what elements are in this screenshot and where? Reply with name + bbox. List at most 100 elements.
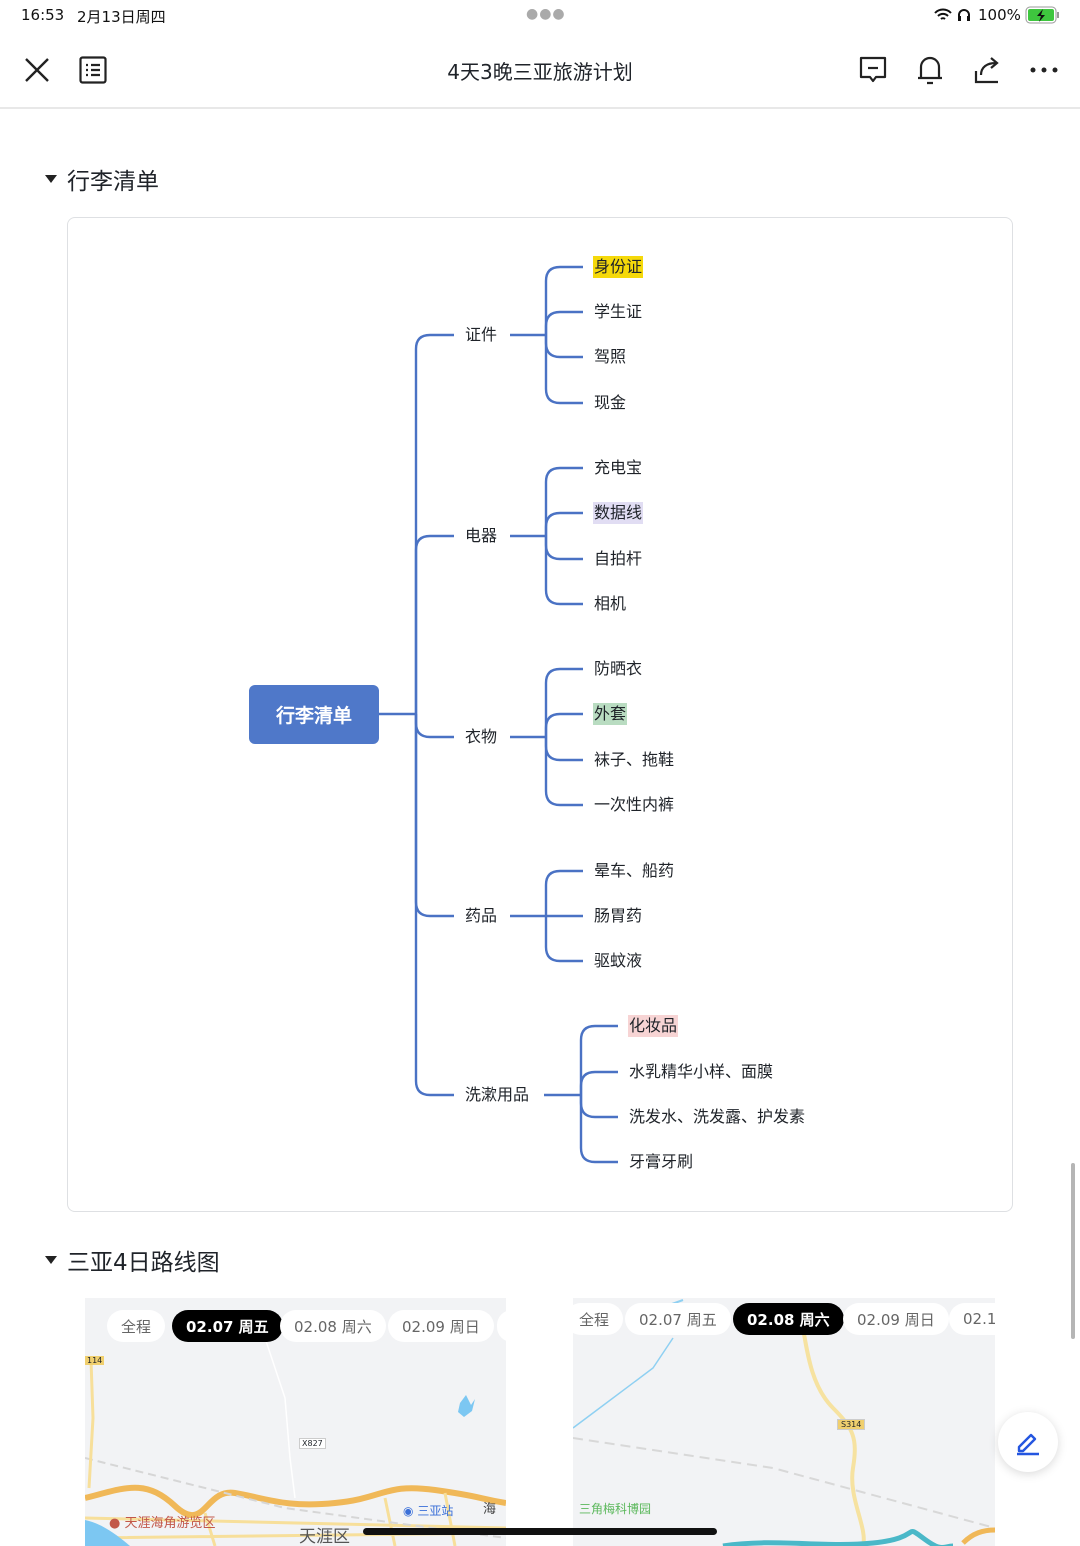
poi-pin-icon: ● bbox=[109, 1516, 121, 1531]
battery-percent: 100% bbox=[978, 6, 1021, 24]
battery-charging-icon bbox=[1025, 6, 1059, 24]
day-chip-all[interactable]: 全程 bbox=[107, 1310, 166, 1342]
location-pin-icon: ◉ bbox=[403, 1504, 414, 1518]
mindmap-leaf-node[interactable]: 晕车、船药 bbox=[594, 861, 675, 880]
day-chip-selected[interactable]: 02.07 周五 bbox=[172, 1310, 283, 1342]
connector-line bbox=[414, 714, 454, 1097]
mindmap-leaf-node[interactable]: 驱蚊液 bbox=[594, 951, 643, 970]
connector-line bbox=[414, 534, 454, 714]
mindmap-leaf-node[interactable]: 相机 bbox=[594, 594, 627, 613]
poi-label: 三角梅科博园 bbox=[579, 1502, 652, 1516]
connector-line bbox=[544, 667, 583, 737]
mindmap-leaf-node[interactable]: 防晒衣 bbox=[594, 659, 643, 678]
day-chip[interactable]: 02.10 bbox=[949, 1303, 995, 1335]
mindmap-leaf-node[interactable]: 学生证 bbox=[594, 302, 643, 321]
mindmap-leaf-node[interactable]: 袜子、拖鞋 bbox=[594, 750, 675, 769]
mindmap-leaf-node[interactable]: 自拍杆 bbox=[594, 549, 643, 568]
day-chip-selected[interactable]: 02.08 周六 bbox=[733, 1303, 844, 1335]
day-chip[interactable]: 02.09 周日 bbox=[843, 1303, 949, 1335]
connector-line bbox=[544, 712, 583, 737]
day-chip[interactable]: 02.08 周六 bbox=[280, 1310, 386, 1342]
connector-line bbox=[579, 1095, 618, 1119]
connector-line bbox=[544, 466, 583, 536]
route-map-day1[interactable]: 114 X827 ● 天涯海角游览区 天涯区 ◉ 三亚站 海 全程 02.07 … bbox=[85, 1298, 506, 1546]
document-title: 4天3晚三亚旅游计划 bbox=[447, 60, 633, 84]
mindmap-leaf-node[interactable]: 水乳精华小样、面膜 bbox=[629, 1062, 774, 1081]
connector-line bbox=[544, 916, 583, 963]
collapse-triangle-icon[interactable] bbox=[45, 1256, 57, 1264]
mindmap-leaf-node[interactable]: 牙膏牙刷 bbox=[629, 1152, 694, 1171]
station-name: 三亚站 bbox=[417, 1504, 454, 1518]
mindmap-leaf-node[interactable]: 一次性内裤 bbox=[594, 795, 675, 814]
mindmap-leaf-node[interactable]: 外套 bbox=[593, 703, 628, 725]
mindmap-leaf-node[interactable]: 数据线 bbox=[593, 502, 644, 524]
scrollbar[interactable] bbox=[1071, 1163, 1075, 1339]
section-title: 三亚4日路线图 bbox=[67, 1250, 220, 1276]
status-time: 16:53 bbox=[21, 6, 65, 24]
more-icon[interactable] bbox=[1030, 66, 1058, 74]
home-indicator[interactable] bbox=[363, 1528, 717, 1535]
connector-line bbox=[544, 869, 583, 916]
comment-icon[interactable] bbox=[859, 56, 887, 84]
connector-line bbox=[579, 1095, 618, 1164]
day-chip-overflow[interactable] bbox=[497, 1310, 506, 1342]
multitask-dots-icon[interactable]: ●●● bbox=[526, 6, 566, 22]
day-chip-all[interactable]: 全程 bbox=[573, 1303, 624, 1335]
connector-line bbox=[544, 511, 583, 536]
mindmap-leaf-node[interactable]: 化妆品 bbox=[628, 1015, 679, 1037]
day-chip[interactable]: 02.07 周五 bbox=[625, 1303, 731, 1335]
connector-line bbox=[414, 714, 454, 739]
mindmap-leaf-node[interactable]: 驾照 bbox=[594, 347, 627, 366]
close-icon[interactable] bbox=[24, 57, 50, 83]
section-title: 行李清单 bbox=[67, 169, 159, 195]
connector-line bbox=[544, 737, 583, 807]
connector-line bbox=[414, 714, 454, 918]
mindmap-branch-node[interactable]: 电器 bbox=[465, 526, 498, 545]
mindmap-card[interactable] bbox=[67, 217, 1013, 1212]
edit-pencil-icon bbox=[1017, 1433, 1039, 1456]
status-date: 2月13日周四 bbox=[77, 8, 166, 26]
poi-name: 天涯海角游览区 bbox=[124, 1516, 216, 1531]
poi-label[interactable]: ● 天涯海角游览区 bbox=[109, 1512, 216, 1531]
mindmap-branch-node[interactable]: 衣物 bbox=[465, 727, 498, 746]
mindmap-leaf-node[interactable]: 现金 bbox=[594, 393, 627, 412]
outline-icon[interactable] bbox=[79, 56, 107, 84]
connector-line bbox=[544, 737, 583, 762]
mindmap-root-node[interactable]: 行李清单 bbox=[249, 685, 379, 744]
road-sign: 114 bbox=[85, 1356, 105, 1365]
section-heading-route[interactable]: 三亚4日路线图 bbox=[45, 1243, 220, 1277]
mindmap-leaf-node[interactable]: 充电宝 bbox=[594, 458, 643, 477]
station-label[interactable]: ◉ 三亚站 bbox=[403, 1502, 453, 1519]
mindmap-leaf-node[interactable]: 洗发水、洗发露、护发素 bbox=[629, 1107, 806, 1126]
map-roads bbox=[85, 1337, 506, 1546]
wifi-icon bbox=[934, 8, 952, 20]
map-edge-label: 海 bbox=[483, 1502, 497, 1517]
mindmap-branch-node[interactable]: 药品 bbox=[465, 906, 498, 925]
bell-icon[interactable] bbox=[916, 54, 944, 86]
connector-line bbox=[544, 536, 583, 606]
connector-line bbox=[544, 265, 583, 335]
header-divider bbox=[0, 107, 1080, 109]
section-heading-luggage[interactable]: 行李清单 bbox=[45, 162, 159, 196]
connector-line bbox=[544, 335, 583, 405]
edit-button[interactable] bbox=[998, 1412, 1058, 1472]
mindmap-leaf-node[interactable]: 身份证 bbox=[593, 256, 644, 278]
mindmap-leaf-node[interactable]: 肠胃药 bbox=[594, 906, 643, 925]
road-sign: S314 bbox=[837, 1419, 866, 1430]
connector-line bbox=[544, 310, 583, 335]
mindmap-branch-node[interactable]: 证件 bbox=[465, 325, 498, 344]
connector-line bbox=[544, 536, 583, 561]
headphones-icon bbox=[958, 9, 970, 21]
connector-line bbox=[414, 333, 454, 714]
collapse-triangle-icon[interactable] bbox=[45, 175, 57, 183]
district-label: 天涯区 bbox=[299, 1527, 350, 1546]
connector-line bbox=[544, 335, 583, 359]
connector-line bbox=[579, 1070, 618, 1095]
road-sign: X827 bbox=[299, 1438, 326, 1449]
share-icon[interactable] bbox=[973, 55, 1001, 85]
mindmap-branch-node[interactable]: 洗漱用品 bbox=[465, 1085, 530, 1104]
day-chip[interactable]: 02.09 周日 bbox=[388, 1310, 494, 1342]
route-map-day2[interactable]: S314 三角梅科博园 全程 02.07 周五 02.08 周六 02.09 周… bbox=[573, 1298, 995, 1546]
map-roads bbox=[573, 1299, 995, 1546]
